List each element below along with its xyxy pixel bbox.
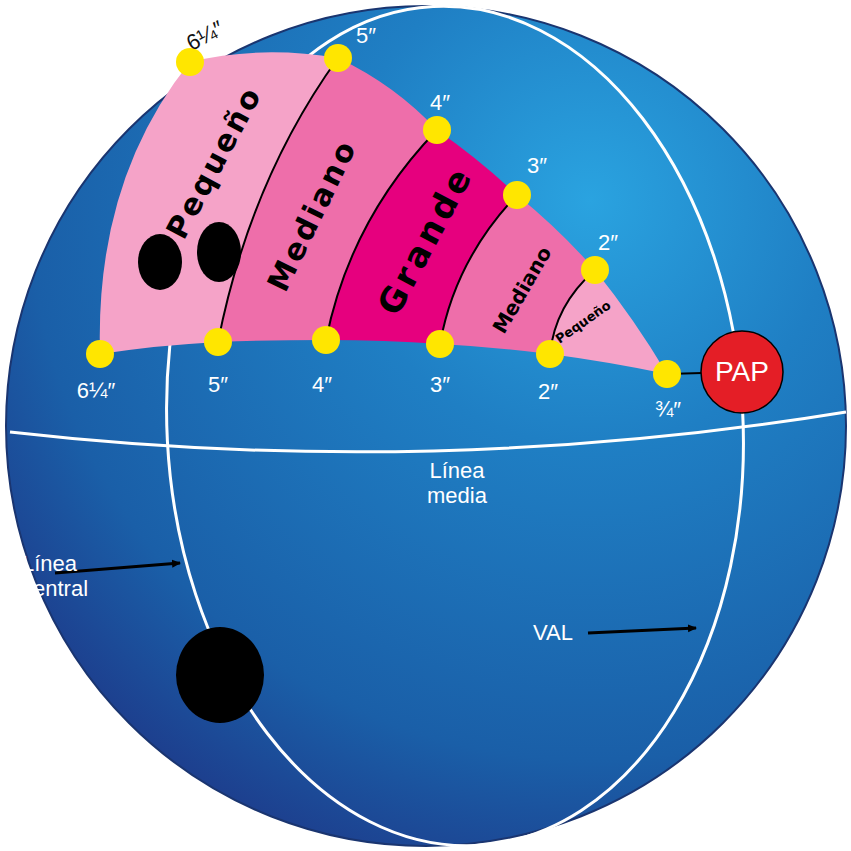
band-shape bbox=[550, 270, 667, 374]
line-label: VAL bbox=[533, 620, 573, 646]
zone-label: PAP bbox=[715, 356, 769, 388]
black-spot bbox=[138, 234, 182, 290]
dimension-label: ¾″ bbox=[655, 397, 681, 423]
dimension-label: 3″ bbox=[527, 153, 547, 179]
line-label: Línea media bbox=[412, 458, 502, 509]
dimension-label: 3″ bbox=[430, 372, 450, 398]
circle-fill bbox=[701, 331, 783, 413]
dimension-label: 5″ bbox=[208, 372, 228, 398]
ball bbox=[6, 6, 846, 846]
dimension-label: 4″ bbox=[430, 90, 450, 116]
midline bbox=[10, 412, 846, 452]
measure-dot bbox=[86, 44, 681, 388]
line-label: Línea central bbox=[22, 551, 102, 602]
dimension-label: 2″ bbox=[538, 379, 558, 405]
dimension-label: 4″ bbox=[312, 372, 332, 398]
black-spot bbox=[176, 627, 264, 723]
dimension-label: 6¼″ bbox=[77, 378, 115, 404]
dimension-label: 2″ bbox=[598, 230, 618, 256]
band-divider bbox=[218, 58, 595, 354]
center-line-ellipse bbox=[145, 0, 764, 851]
pap-circle: PAP bbox=[700, 330, 784, 414]
black-spot bbox=[197, 222, 241, 282]
pointer-arrow bbox=[588, 628, 696, 633]
dimension-label: 5″ bbox=[356, 23, 376, 49]
